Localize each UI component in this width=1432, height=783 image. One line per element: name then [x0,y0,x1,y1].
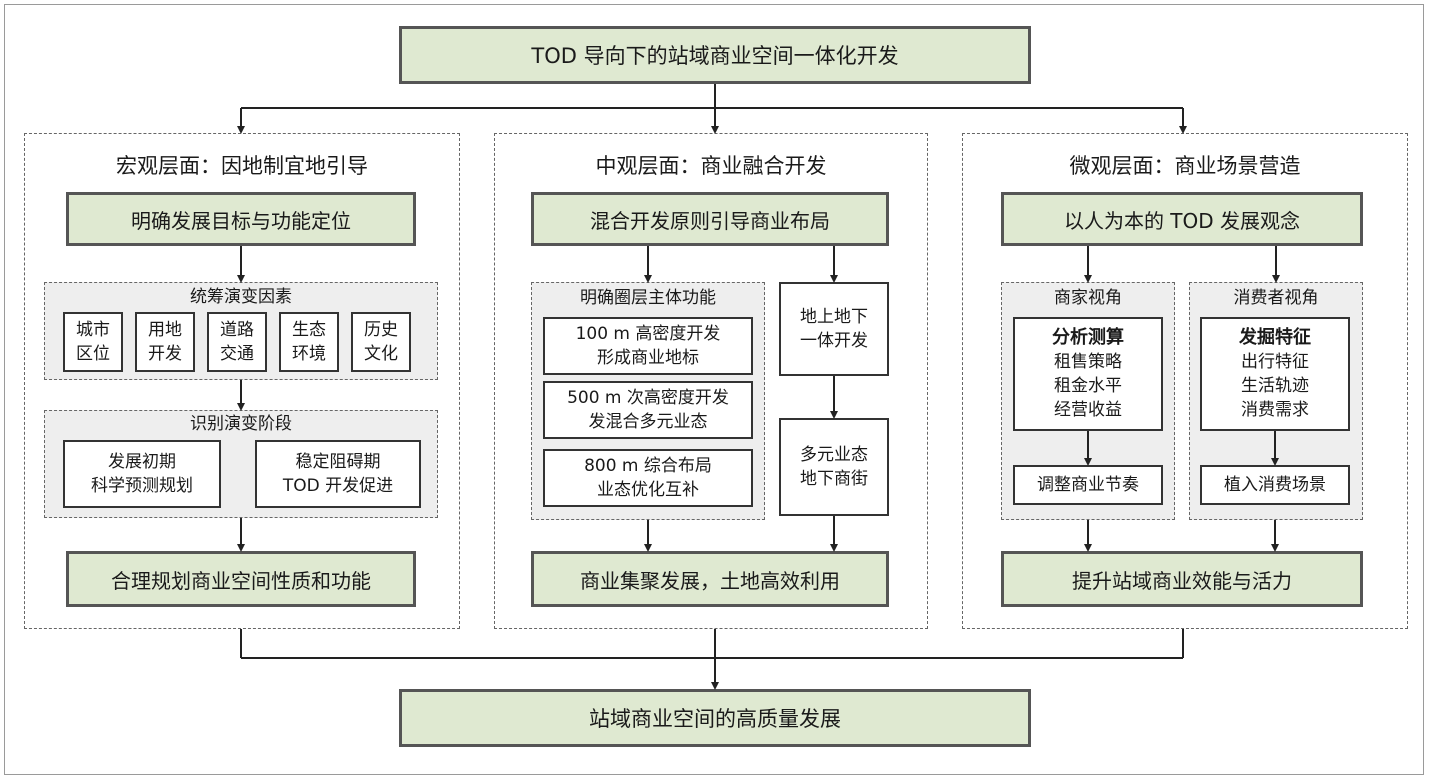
macro-head-box: 明确发展目标与功能定位 [66,192,416,246]
ring-500m: 500 m 次高密度开发 发混合多元业态 [543,381,753,439]
merchant-analysis-items: 租售策略 租金水平 经营收益 [1054,352,1122,420]
micro-result-box: 提升站域商业效能与活力 [1001,551,1363,607]
stage-early: 发展初期 科学预测规划 [63,440,221,508]
consumer-feature-heading: 发掘特征 [1239,327,1311,348]
macro-result-box: 合理规划商业空间性质和功能 [66,551,416,607]
factor-traffic: 道路 交通 [207,312,267,372]
bottom-goal-box: 站域商业空间的高质量发展 [399,689,1031,747]
meso-heading: 中观层面：商业融合开发 [595,154,827,178]
factor-history: 历史 文化 [351,312,411,372]
ring-100m: 100 m 高密度开发 形成商业地标 [543,317,753,375]
merchant-title: 商家视角 [1054,288,1122,308]
macro-head-text: 明确发展目标与功能定位 [131,208,351,233]
merchant-analysis-box: 分析测算 租售策略 租金水平 经营收益 [1013,317,1163,431]
factor-ecology: 生态 环境 [279,312,339,372]
meso-result-text: 商业集聚发展，土地高效利用 [580,568,840,593]
meso-head-text: 混合开发原则引导商业布局 [590,208,830,233]
ring-800m: 800 m 综合布局 业态优化互补 [543,449,753,507]
top-goal-box: TOD 导向下的站域商业空间一体化开发 [399,26,1031,84]
underground-street-box: 多元业态 地下商街 [779,418,889,516]
meso-result-box: 商业集聚发展，土地高效利用 [531,551,889,607]
meso-head-box: 混合开发原则引导商业布局 [531,192,889,246]
top-goal-text: TOD 导向下的站域商业空间一体化开发 [531,44,899,68]
macro-heading: 宏观层面：因地制宜地引导 [116,154,368,178]
macro-result-text: 合理规划商业空间性质和功能 [111,568,371,593]
micro-head-text: 以人为本的 TOD 发展观念 [1063,208,1301,233]
consumer-feature-box: 发掘特征 出行特征 生活轨迹 消费需求 [1200,317,1350,431]
factors-title: 统筹演变因素 [190,287,292,307]
outer-frame [4,4,1424,775]
merchant-analysis-heading: 分析测算 [1052,327,1124,348]
micro-heading: 微观层面：商业场景营造 [1069,154,1301,178]
merchant-action-box: 调整商业节奏 [1013,465,1163,505]
micro-head-box: 以人为本的 TOD 发展观念 [1001,192,1363,246]
consumer-title: 消费者视角 [1233,288,1319,308]
bottom-goal-text: 站域商业空间的高质量发展 [589,707,841,731]
factor-location: 城市 区位 [63,312,123,372]
consumer-action-box: 植入消费场景 [1200,465,1350,505]
underground-integration-box: 地上地下 一体开发 [779,282,889,376]
stage-stable: 稳定阻碍期 TOD 开发促进 [255,440,421,508]
factor-land-use: 用地 开发 [135,312,195,372]
micro-result-text: 提升站域商业效能与活力 [1072,568,1292,593]
rings-title: 明确圈层主体功能 [580,288,716,308]
consumer-feature-items: 出行特征 生活轨迹 消费需求 [1241,352,1309,420]
stages-title: 识别演变阶段 [190,414,292,434]
merchant-action-text: 调整商业节奏 [1037,475,1139,495]
consumer-action-text: 植入消费场景 [1224,475,1326,495]
